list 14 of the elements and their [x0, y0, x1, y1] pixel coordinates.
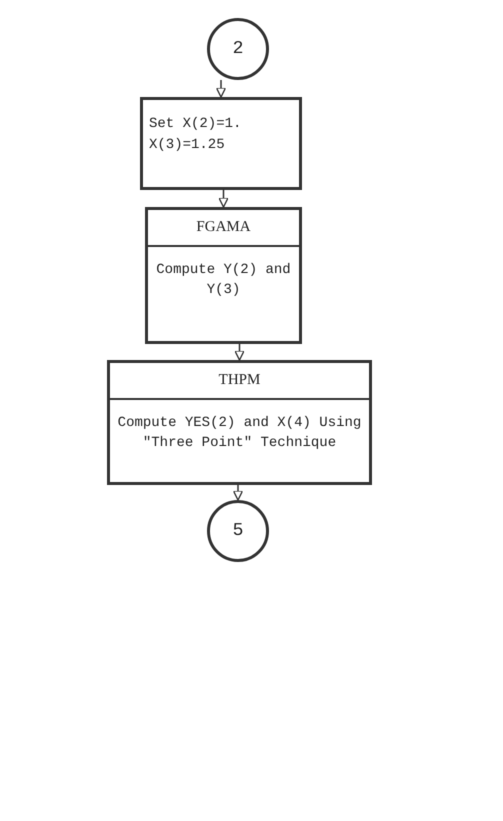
process-text: Set X(2)=1. X(3)=1.25 — [148, 115, 242, 155]
connector-label: 2 — [232, 39, 244, 59]
routine-name: THPM — [110, 363, 369, 400]
arrow — [218, 190, 229, 208]
process-box — [140, 97, 302, 190]
arrow — [234, 344, 245, 361]
routine-name: FGAMA — [148, 210, 299, 247]
connector-label: 5 — [232, 521, 244, 541]
arrow — [232, 485, 244, 501]
process-text: Compute Y(2) and Y(3) — [155, 261, 292, 300]
subroutine-box — [107, 360, 372, 485]
process-text: Compute YES(2) and X(4) Using "Three Point" Technique — [116, 414, 362, 453]
subroutine-box — [145, 207, 302, 344]
arrow — [216, 80, 226, 98]
